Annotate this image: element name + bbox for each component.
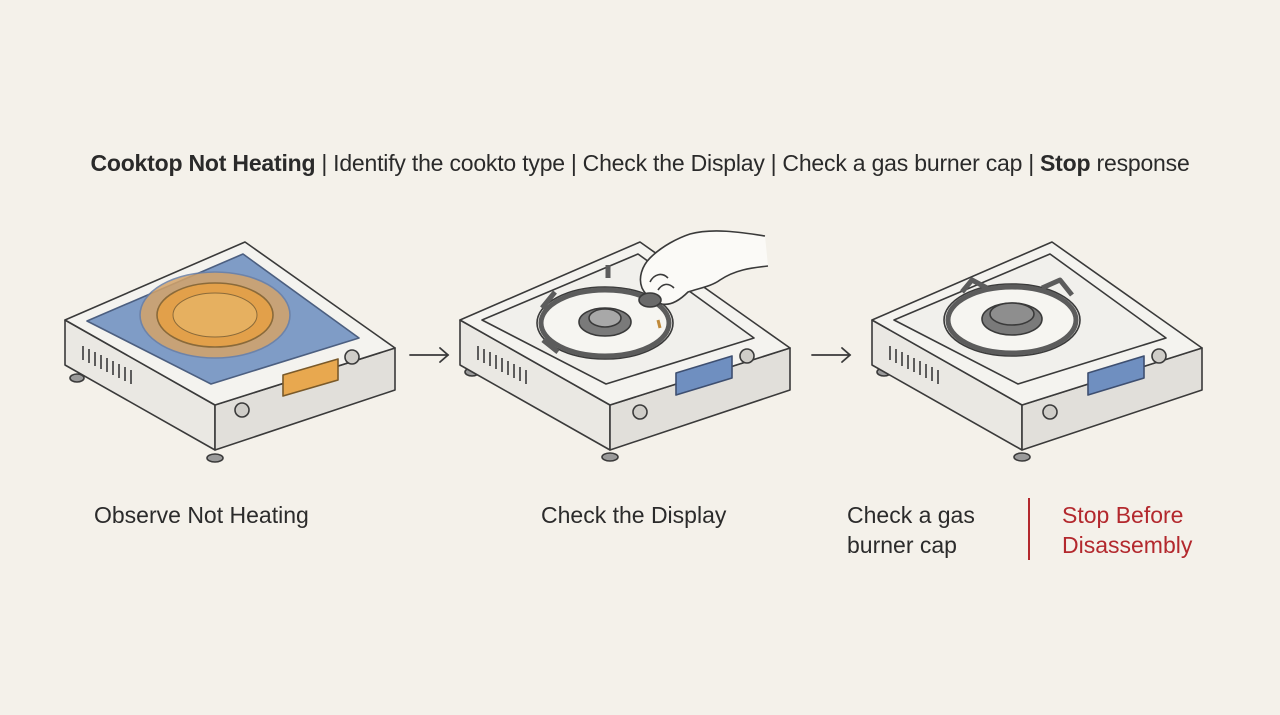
header-separator: |: [321, 150, 328, 176]
header-separator: |: [770, 150, 777, 176]
header-step-display: Check the Display: [582, 150, 765, 176]
step-caption-display: Check the Display: [541, 502, 727, 528]
gas-burner-icon: [871, 241, 1203, 462]
step-caption-burner-cap: Check a gas burner cap: [847, 502, 975, 558]
stop-divider: [1028, 498, 1030, 560]
step-caption-stop: Stop Before Disassembly: [1062, 502, 1193, 558]
header-separator: |: [570, 150, 577, 176]
header-step-response: response: [1096, 150, 1190, 176]
header-step-stop: Stop: [1040, 150, 1091, 176]
header-title-main: Cooktop Not Heating: [90, 150, 316, 176]
gas-burner-cap-icon: [459, 230, 791, 462]
step-caption-observe: Observe Not Heating: [94, 502, 309, 528]
header-step-identify: Identify the cookto type: [333, 150, 565, 176]
header-title: Cooktop Not Heating|Identify the cookto …: [0, 150, 1280, 177]
induction-cooktop-icon: [64, 241, 396, 463]
header-step-burner-cap: Check a gas burner cap: [782, 150, 1023, 176]
header-separator: |: [1028, 150, 1034, 176]
arrow-right-icon: [409, 347, 450, 363]
arrow-right-icon: [811, 347, 852, 363]
